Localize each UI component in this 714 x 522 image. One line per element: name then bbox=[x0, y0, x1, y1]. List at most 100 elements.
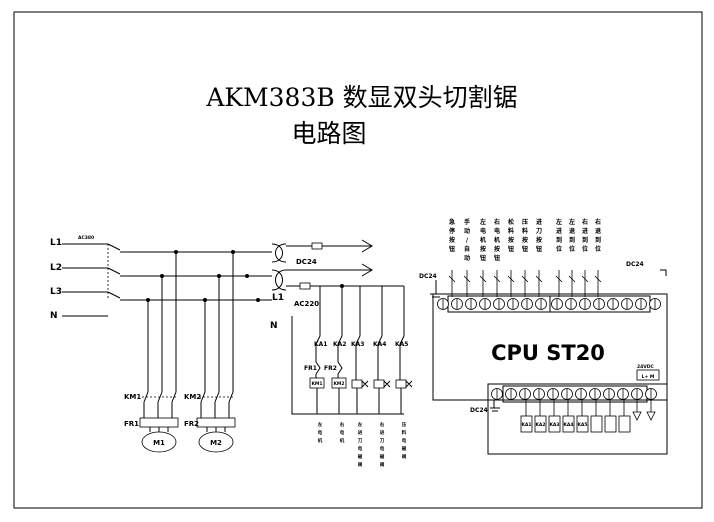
svg-text:位: 位 bbox=[595, 245, 601, 253]
output-relay-4 bbox=[562, 415, 575, 433]
output-relay-1 bbox=[520, 415, 533, 433]
svg-text:磁: 磁 bbox=[402, 445, 407, 452]
svg-text:料: 料 bbox=[508, 227, 514, 235]
svg-text:阀: 阀 bbox=[380, 461, 385, 468]
plc-dc24-in-label: DC24 bbox=[419, 273, 437, 280]
svg-text:左: 左 bbox=[479, 218, 486, 226]
load-label-1: 左电机 bbox=[318, 421, 323, 444]
svg-text:/: / bbox=[466, 237, 469, 244]
ctrl-ka4-label: KA4 bbox=[373, 341, 386, 348]
output-relay-5 bbox=[576, 415, 589, 433]
svg-text:左: 左 bbox=[555, 218, 562, 226]
svg-text:自: 自 bbox=[464, 245, 470, 253]
motor-m2 bbox=[198, 431, 234, 453]
plc-dc24-out-label: DC24 bbox=[470, 407, 488, 414]
motor-m1 bbox=[141, 431, 177, 453]
output-relay-label-5: KA5 bbox=[577, 422, 587, 428]
svg-text:退: 退 bbox=[595, 227, 601, 235]
svg-text:位: 位 bbox=[569, 245, 575, 253]
svg-text:停: 停 bbox=[449, 227, 455, 235]
ctrl-ka3-label: KA3 bbox=[351, 341, 364, 348]
title-line2: 电路图 bbox=[291, 119, 366, 148]
svg-text:按: 按 bbox=[536, 236, 542, 244]
svg-text:刀: 刀 bbox=[358, 438, 363, 444]
svg-text:到: 到 bbox=[595, 236, 601, 244]
svg-text:料: 料 bbox=[522, 227, 528, 235]
output-relay-8 bbox=[618, 415, 631, 433]
input-label-2: 手动/自动 bbox=[464, 218, 470, 262]
control-l1-label: L1 bbox=[272, 293, 284, 303]
svg-text:按: 按 bbox=[449, 236, 455, 244]
output-relay-6 bbox=[590, 415, 603, 433]
coil-km2-label: KM2 bbox=[333, 381, 344, 387]
svg-text:压: 压 bbox=[522, 218, 528, 226]
svg-text:料: 料 bbox=[402, 429, 407, 436]
svg-text:位: 位 bbox=[582, 245, 588, 253]
svg-text:按: 按 bbox=[508, 236, 514, 244]
svg-text:钮: 钮 bbox=[493, 254, 500, 262]
svg-text:动: 动 bbox=[464, 227, 470, 235]
m2-label: M2 bbox=[210, 439, 222, 447]
ac220-label: AC220 bbox=[294, 300, 319, 308]
output-relay-3 bbox=[548, 415, 561, 433]
svg-text:钮: 钮 bbox=[479, 254, 486, 262]
svg-text:机: 机 bbox=[480, 236, 486, 244]
svg-text:钮: 钮 bbox=[521, 245, 528, 253]
dc24-label: DC24 bbox=[296, 258, 317, 266]
svg-text:磁: 磁 bbox=[380, 453, 385, 460]
svg-text:右: 右 bbox=[379, 421, 385, 428]
svg-text:钮: 钮 bbox=[507, 245, 514, 253]
output-relay-7 bbox=[604, 415, 617, 433]
svg-text:进: 进 bbox=[536, 218, 542, 226]
title-line1: AKM383B 数显双头切割锯 bbox=[205, 83, 517, 112]
svg-text:阀: 阀 bbox=[402, 453, 407, 460]
line-label-l2: L2 bbox=[50, 263, 62, 273]
ctrl-ka1-label: KA1 bbox=[314, 341, 327, 348]
svg-text:电: 电 bbox=[358, 445, 363, 452]
output-relay-label-3: KA3 bbox=[549, 422, 559, 428]
ctrl-ka5-label: KA5 bbox=[395, 341, 408, 348]
svg-text:压: 压 bbox=[402, 421, 407, 428]
svg-text:电: 电 bbox=[480, 227, 486, 235]
svg-text:磁: 磁 bbox=[358, 453, 363, 460]
line-label-n: N bbox=[50, 311, 58, 321]
sheet-border bbox=[13, 11, 703, 509]
plc-module: DC24 DC24 CPU ST20 急停按钮手动/自动左电机按钮右电机按钮松料… bbox=[419, 218, 668, 455]
svg-text:退: 退 bbox=[569, 227, 575, 235]
line-label-l3: L3 bbox=[50, 287, 62, 297]
output-relay-2 bbox=[534, 415, 547, 433]
line-label-l1: L1 bbox=[50, 238, 62, 248]
ac380-label: AC380 bbox=[78, 235, 94, 241]
svg-text:按: 按 bbox=[494, 245, 500, 253]
svg-text:右: 右 bbox=[581, 218, 588, 226]
ctrl-fr1-label: FR1 bbox=[304, 365, 317, 372]
coil-km1-label: KM1 bbox=[311, 381, 322, 387]
output-relay-label-2: KA2 bbox=[535, 422, 545, 428]
svg-text:电: 电 bbox=[340, 429, 345, 436]
output-relay-label-4: KA4 bbox=[563, 422, 573, 428]
svg-text:到: 到 bbox=[582, 236, 588, 244]
svg-text:松: 松 bbox=[508, 218, 514, 226]
fr2-label: FR2 bbox=[184, 420, 199, 428]
svg-text:到: 到 bbox=[569, 236, 575, 244]
svg-text:左: 左 bbox=[358, 421, 363, 428]
svg-text:进: 进 bbox=[556, 227, 562, 235]
svg-text:右: 右 bbox=[339, 421, 345, 428]
svg-text:按: 按 bbox=[480, 245, 486, 253]
svg-text:进: 进 bbox=[358, 429, 363, 436]
svg-text:电: 电 bbox=[380, 445, 385, 452]
output-relay-label-1: KA1 bbox=[521, 422, 531, 428]
